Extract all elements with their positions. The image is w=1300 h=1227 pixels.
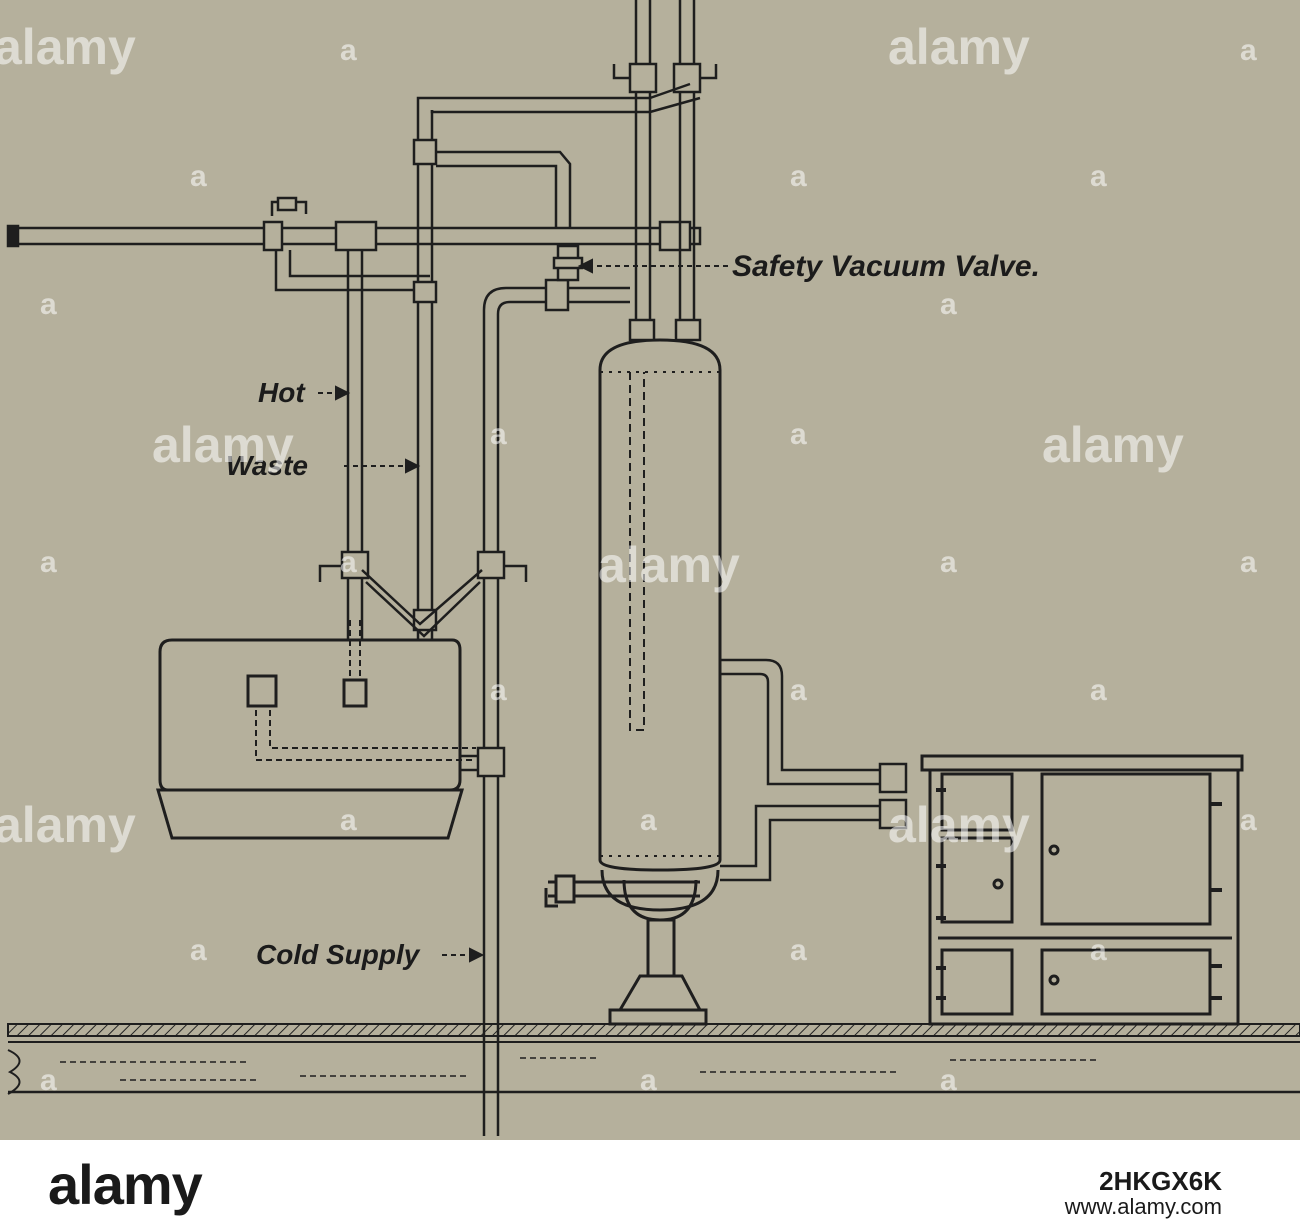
- hot-main-pipe: [6, 220, 702, 252]
- basin-faucets: [318, 550, 528, 638]
- footer-bar: alamy 2HKGX6K www.alamy.com: [0, 1140, 1300, 1227]
- hot-water-cylinder: [544, 338, 722, 1026]
- watermark-letter: a: [40, 288, 57, 321]
- faucet-upper-left: [270, 196, 430, 292]
- watermark-letter: a: [190, 934, 207, 967]
- watermark-text: alamy: [1042, 417, 1184, 473]
- label-safety-vacuum-valve: Safety Vacuum Valve.: [732, 250, 1040, 283]
- watermark-text: alamy: [0, 19, 136, 75]
- watermark-letter: a: [640, 1064, 657, 1097]
- diagram-drawing: Safety Vacuum Valve. Hot Waste Cold Supp…: [0, 0, 1300, 1136]
- watermark-text: alamy: [0, 797, 136, 853]
- watermark-letter: a: [490, 418, 507, 451]
- watermark-letter: a: [190, 160, 207, 193]
- watermark-text: alamy: [888, 19, 1030, 75]
- watermark-letter: a: [790, 418, 807, 451]
- watermark-letter: a: [790, 674, 807, 707]
- watermark-letter: a: [940, 546, 957, 579]
- watermark-letter: a: [340, 804, 357, 837]
- watermark-letter: a: [40, 546, 57, 579]
- watermark-letter: a: [340, 546, 357, 579]
- image-id: 2HKGX6K: [1099, 1166, 1222, 1196]
- range-pipes: [720, 658, 908, 882]
- basin: [156, 620, 476, 840]
- watermark-letter: a: [340, 34, 357, 67]
- watermark-letter: a: [490, 674, 507, 707]
- watermark-letter: a: [1090, 160, 1107, 193]
- watermark-text: alamy: [598, 537, 740, 593]
- safety-vacuum-valve: [552, 244, 584, 282]
- watermark-letter: a: [1090, 934, 1107, 967]
- kitchen-range: [920, 754, 1244, 1026]
- plumbing-diagram: Safety Vacuum Valve. Hot Waste Cold Supp…: [0, 0, 1300, 1140]
- hot-pipe: [346, 250, 364, 640]
- watermark: alamy alamy alamy alamy alamy alamy alam…: [0, 19, 1257, 1097]
- label-cold-supply: Cold Supply: [256, 939, 421, 970]
- label-hot: Hot: [258, 377, 306, 408]
- watermark-letter: a: [1240, 546, 1257, 579]
- watermark-letter: a: [940, 1064, 957, 1097]
- cold-supply-pipe: [460, 278, 630, 1136]
- label-waste: Waste: [226, 450, 308, 481]
- watermark-letter: a: [40, 1064, 57, 1097]
- leader-lines: [318, 258, 728, 963]
- watermark-letter: a: [790, 160, 807, 193]
- watermark-letter: a: [1240, 804, 1257, 837]
- footer-logo: alamy: [48, 1153, 203, 1216]
- watermark-letter: a: [640, 804, 657, 837]
- watermark-letter: a: [1240, 34, 1257, 67]
- watermark-text: alamy: [888, 797, 1030, 853]
- footer-url: www.alamy.com: [1064, 1194, 1222, 1219]
- watermark-letter: a: [940, 288, 957, 321]
- watermark-letter: a: [1090, 674, 1107, 707]
- watermark-text: alamy: [152, 417, 294, 473]
- vent-pipes: [612, 0, 718, 342]
- watermark-letter: a: [790, 934, 807, 967]
